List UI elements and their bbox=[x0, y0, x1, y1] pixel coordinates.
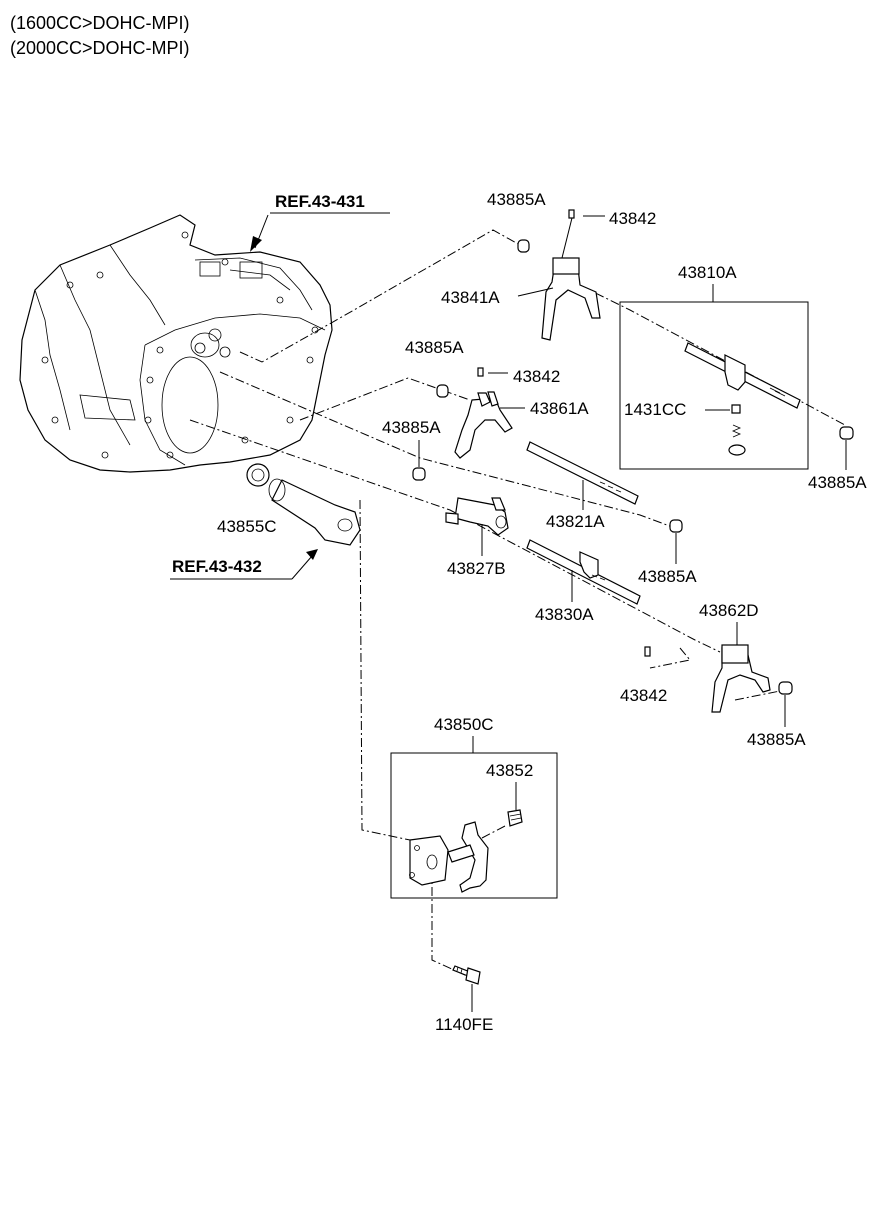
shift-rail-43830A bbox=[526, 539, 641, 605]
model-line-1: (1600CC>DOHC-MPI) bbox=[10, 13, 190, 33]
shift-fork-43862D bbox=[711, 644, 771, 713]
label-43852: 43852 bbox=[486, 761, 533, 780]
shift-fork-43841A bbox=[541, 257, 601, 341]
select-lever-bracket bbox=[409, 835, 449, 886]
bush-43885A-3 bbox=[839, 426, 854, 440]
shift-fork-43861A bbox=[454, 391, 513, 459]
select-lever bbox=[447, 821, 489, 893]
spring-43852 bbox=[507, 809, 523, 827]
transmission-case bbox=[19, 214, 333, 473]
ref-arrow-down bbox=[306, 549, 318, 560]
shift-rail-43821A bbox=[526, 441, 639, 505]
pin-43842-1 bbox=[568, 209, 575, 219]
label-43885A-1: 43885A bbox=[487, 190, 546, 209]
kit-box-43850C bbox=[390, 752, 558, 899]
label-43841A: 43841A bbox=[441, 288, 500, 307]
ref-43-432: REF.43-432 bbox=[172, 557, 262, 576]
bush-43885A-6 bbox=[778, 681, 793, 695]
kit-box-43810A bbox=[619, 301, 809, 470]
label-43855C: 43855C bbox=[217, 517, 277, 536]
label-43842-3: 43842 bbox=[620, 686, 667, 705]
bush-43885A-4 bbox=[412, 467, 426, 481]
pin-43842-3 bbox=[644, 646, 651, 657]
bolt-1140FE bbox=[452, 965, 481, 985]
detent-parts-1431CC bbox=[728, 404, 746, 456]
shift-rail-43810A bbox=[684, 342, 801, 409]
label-43885A-2: 43885A bbox=[405, 338, 464, 357]
label-43830A: 43830A bbox=[535, 605, 594, 624]
ref-43-431: REF.43-431 bbox=[275, 192, 365, 211]
label-43842-1: 43842 bbox=[609, 209, 656, 228]
bush-43885A-1 bbox=[517, 239, 530, 253]
model-line-2: (2000CC>DOHC-MPI) bbox=[10, 38, 190, 58]
bush-43885A-5 bbox=[669, 519, 683, 533]
label-43827B: 43827B bbox=[447, 559, 506, 578]
label-43885A-6: 43885A bbox=[747, 730, 806, 749]
label-43885A-5: 43885A bbox=[638, 567, 697, 586]
pin-43842-2 bbox=[477, 367, 484, 377]
label-43861A: 43861A bbox=[530, 399, 589, 418]
ref-arrow-up bbox=[250, 236, 262, 252]
oil-seal bbox=[246, 463, 270, 487]
guide-sleeve bbox=[268, 478, 361, 546]
label-43885A-3: 43885A bbox=[808, 473, 867, 492]
label-1431CC: 1431CC bbox=[624, 400, 686, 419]
shift-lug-43827B bbox=[445, 497, 509, 536]
label-43850C: 43850C bbox=[434, 715, 494, 734]
label-43862D: 43862D bbox=[699, 601, 759, 620]
bush-43885A-2 bbox=[436, 384, 449, 398]
label-43810A: 43810A bbox=[678, 263, 737, 282]
label-1140FE: 1140FE bbox=[435, 1015, 493, 1034]
label-43842-2: 43842 bbox=[513, 367, 560, 386]
label-43885A-4: 43885A bbox=[382, 418, 441, 437]
label-43821A: 43821A bbox=[546, 512, 605, 531]
